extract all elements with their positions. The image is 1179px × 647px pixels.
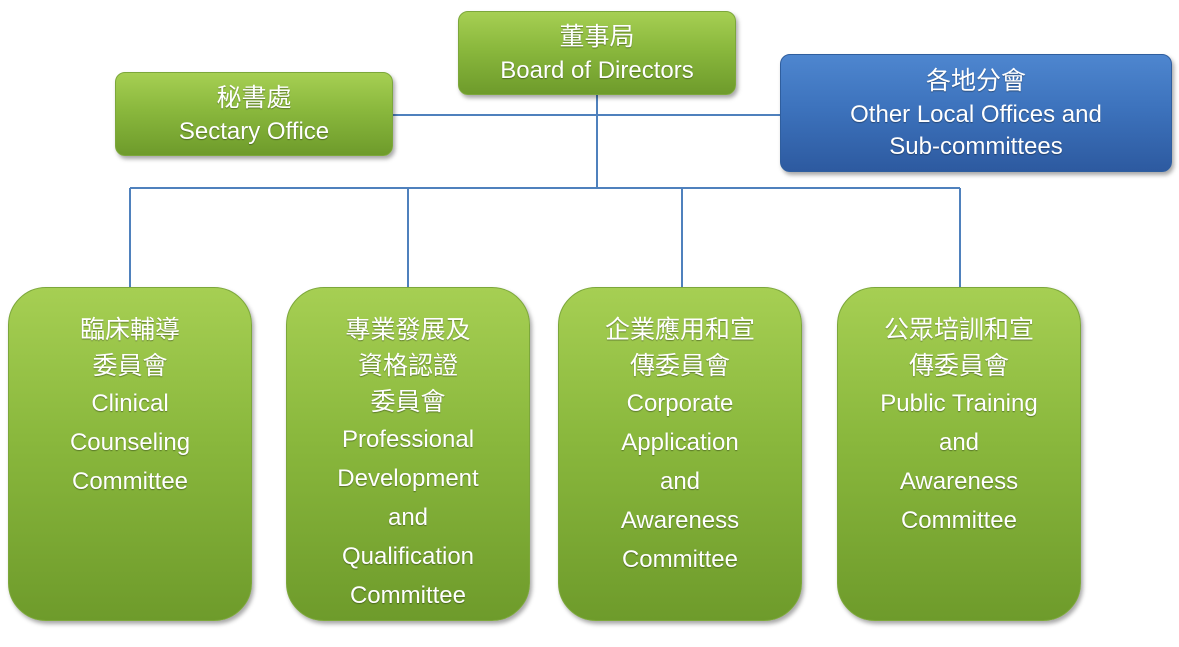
committee-en-label: Corporate Application and Awareness Comm… [620,390,740,573]
board-zh-label: 董事局 [559,22,635,51]
committee-zh-label: 企業應用和宣 傳委員會 [604,315,755,380]
public-training-committee-box: 公眾培訓和宣 傳委員會 Public Training and Awarenes… [837,287,1081,621]
committee-zh-label: 專業發展及 資格認證 委員會 [345,315,471,416]
committee-zh-label: 臨床輔導 委員會 [79,315,180,380]
committee-en-label: Professional Development and Qualificati… [337,426,479,609]
secretary-en-label: Sectary Office [178,118,330,145]
board-of-directors-box: 董事局 Board of Directors [458,11,736,95]
local-offices-box: 各地分會 Other Local Offices and Sub-committ… [780,54,1172,172]
local-offices-zh-label: 各地分會 [925,66,1026,95]
clinical-counseling-committee-box: 臨床輔導 委員會 Clinical Counseling Committee [8,287,252,621]
secretary-office-box: 秘書處 Sectary Office [115,72,393,156]
committee-zh-label: 公眾培訓和宣 傳委員會 [883,315,1034,380]
committee-en-label: Public Training and Awareness Committee [880,390,1038,534]
professional-development-committee-box: 專業發展及 資格認證 委員會 Professional Development … [286,287,530,621]
secretary-zh-label: 秘書處 [216,83,292,112]
local-offices-en-label: Other Local Offices and Sub-committees [850,101,1102,160]
corporate-application-committee-box: 企業應用和宣 傳委員會 Corporate Application and Aw… [558,287,802,621]
committee-en-label: Clinical Counseling Committee [69,390,191,495]
board-en-label: Board of Directors [500,57,694,84]
